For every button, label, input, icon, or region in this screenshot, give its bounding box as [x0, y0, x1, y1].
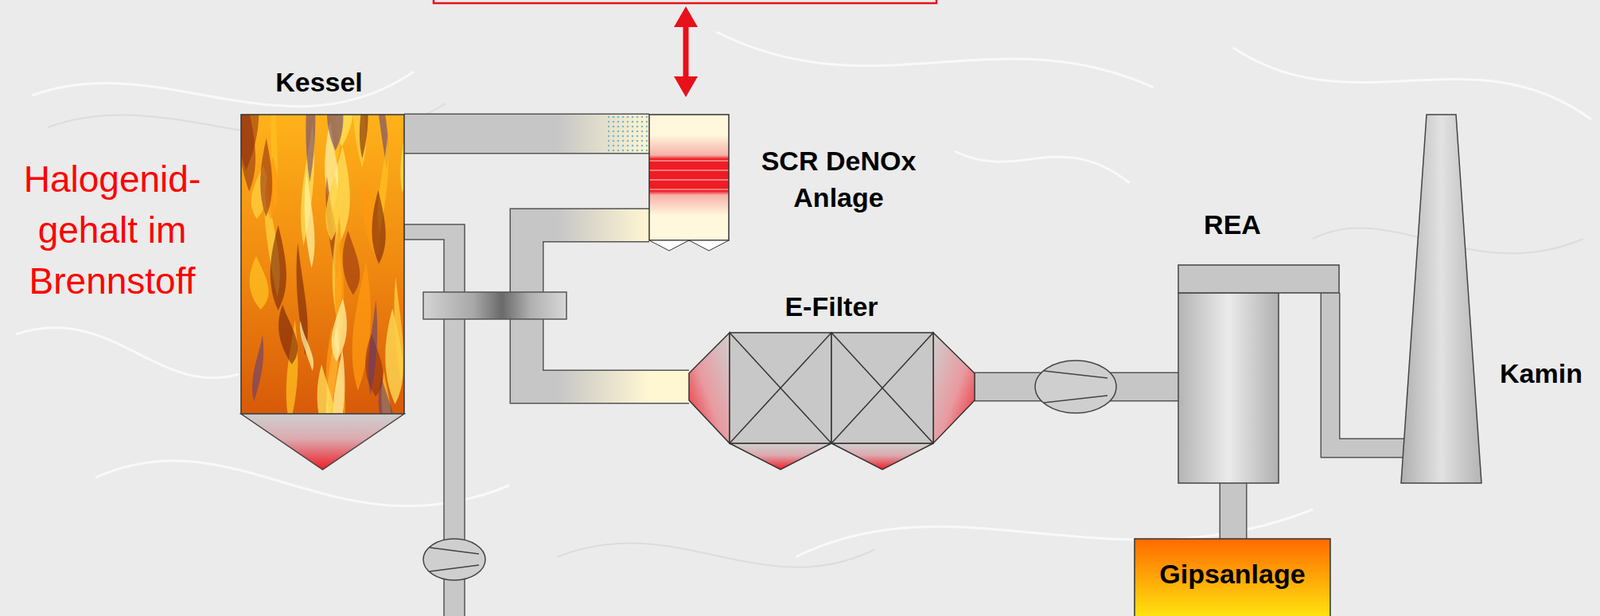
- box-label: Gipsanlage: [1159, 555, 1305, 592]
- electrostatic-precipitator-shape: [689, 332, 975, 470]
- flue-gas-duct: [1330, 292, 1405, 448]
- boiler: Kessel: [241, 114, 405, 470]
- equipment-label: E-Filter: [784, 288, 878, 325]
- equipment-label: Kamin: [1499, 354, 1583, 392]
- desulphurisation-unit-shape: [1178, 264, 1340, 483]
- boiler-shape: [241, 114, 405, 470]
- fan-symbol: [1035, 360, 1117, 413]
- equipment-label: SCR DeNOx Anlage: [747, 142, 931, 216]
- fan-symbol: [423, 538, 486, 581]
- chimney-shape: [1401, 114, 1482, 483]
- chimney: Kamin: [1401, 114, 1482, 483]
- annotation: Halogenid- gehalt im Brennstoff: [4, 153, 220, 307]
- gypsum-plant: Gipsanlage: [1134, 538, 1331, 616]
- double-arrow: [673, 6, 698, 98]
- desulphurisation-unit: REA: [1178, 264, 1340, 483]
- scr-reactor-shape: [649, 114, 729, 251]
- equipment-label: Kessel: [275, 63, 363, 101]
- equipment-label: REA: [1203, 206, 1262, 243]
- cut-off-box: [433, 0, 937, 4]
- ammonia-injection: [607, 115, 648, 152]
- flue-gas-duct: [1233, 482, 1235, 539]
- scr-reactor: SCR DeNOx Anlage: [649, 114, 729, 251]
- air-preheater: [423, 291, 567, 320]
- electrostatic-precipitator: E-Filter: [689, 332, 975, 470]
